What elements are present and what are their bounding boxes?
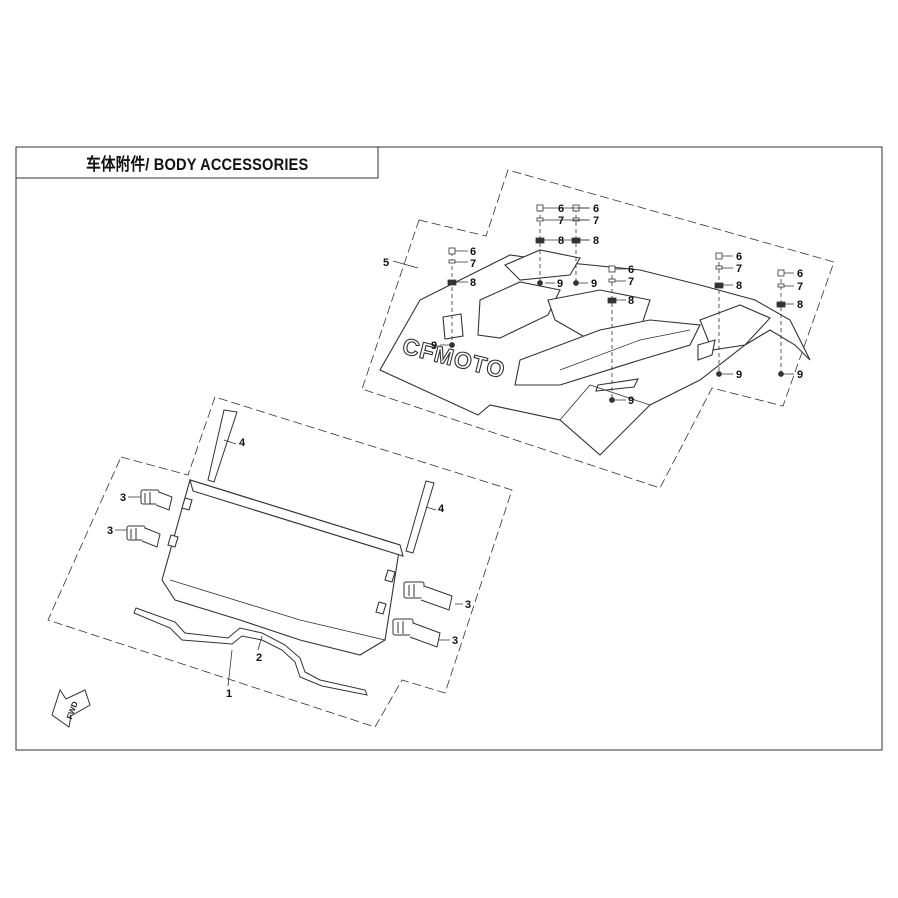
title-box-border <box>15 146 379 179</box>
callout-8d: 8 <box>628 295 634 307</box>
front-panel <box>161 479 404 656</box>
callout-7a: 7 <box>470 258 476 270</box>
callout-7f: 7 <box>797 281 803 293</box>
callout-8a: 8 <box>470 277 476 289</box>
seal-strips <box>207 409 435 554</box>
callout-8f: 8 <box>797 299 803 311</box>
callout-9f: 9 <box>797 369 803 381</box>
callout-1: 1 <box>226 688 232 700</box>
callout-3d: 3 <box>452 635 458 647</box>
callout-7d: 7 <box>628 276 634 288</box>
hood-assembly-boundary <box>361 169 835 489</box>
fastener-stacks <box>115 204 794 687</box>
callout-5: 5 <box>383 257 389 269</box>
callout-9d: 9 <box>628 395 634 407</box>
callout-9b: 9 <box>557 278 563 290</box>
callout-6b: 6 <box>558 203 564 215</box>
callout-6f: 6 <box>797 268 803 280</box>
callout-9c: 9 <box>591 278 597 290</box>
callout-3c: 3 <box>465 599 471 611</box>
callout-4a: 4 <box>239 437 246 449</box>
diagram-border <box>15 146 883 751</box>
callout-8c: 8 <box>593 235 599 247</box>
title-box: 车体附件/ BODY ACCESSORIES <box>16 147 378 178</box>
callout-6e: 6 <box>736 251 742 263</box>
callout-9e: 9 <box>736 369 742 381</box>
page-title: 车体附件/ BODY ACCESSORIES <box>85 155 309 174</box>
callout-6d: 6 <box>628 264 634 276</box>
callout-7e: 7 <box>736 263 742 275</box>
callout-8e: 8 <box>736 280 742 292</box>
clip-group <box>126 489 453 648</box>
hood-body <box>379 249 811 456</box>
callout-6a: 6 <box>470 246 476 258</box>
callout-7c: 7 <box>593 215 599 227</box>
callout-labels: 1 2 3 3 3 3 4 4 5 6 7 8 9 6 7 8 9 6 7 8 … <box>107 203 803 700</box>
clip-lower-right <box>392 618 441 648</box>
clip-upper-right <box>403 581 453 611</box>
mounting-bracket <box>133 607 368 696</box>
callout-3a: 3 <box>120 492 126 504</box>
callout-4b: 4 <box>438 503 445 515</box>
clip-upper-left <box>140 489 173 511</box>
callout-2: 2 <box>256 652 262 664</box>
callout-6c: 6 <box>593 203 599 215</box>
callout-7b: 7 <box>558 215 564 227</box>
front-assembly-boundary <box>47 396 513 728</box>
callout-8b: 8 <box>558 235 564 247</box>
callout-3b: 3 <box>107 525 113 537</box>
callout-9a: 9 <box>431 340 437 352</box>
fwd-arrow-icon: FWD <box>51 688 91 728</box>
clip-lower-left <box>126 525 161 548</box>
